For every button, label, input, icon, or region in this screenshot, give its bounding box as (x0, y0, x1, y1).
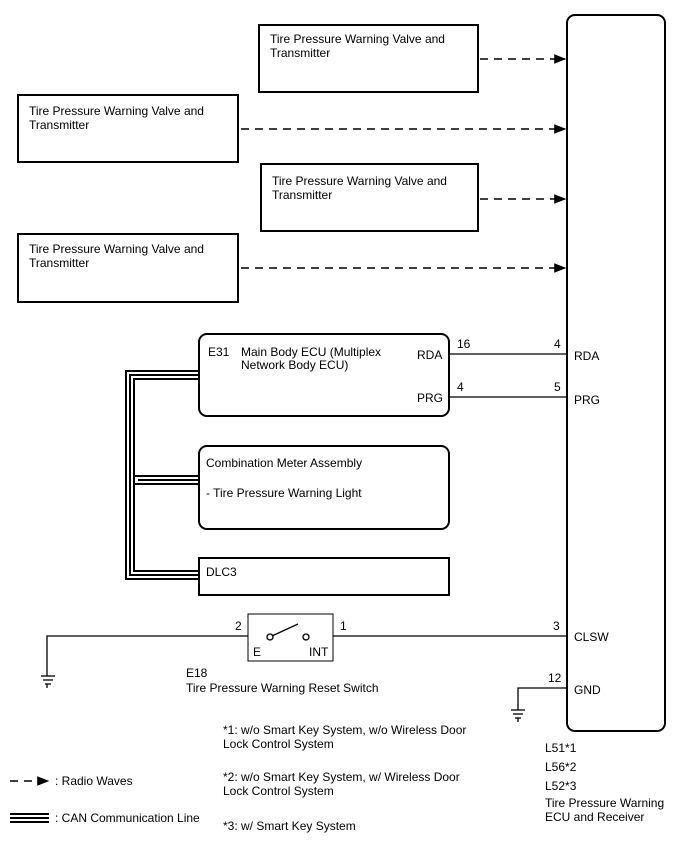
receiver-pin-rda: RDA (574, 349, 599, 363)
note-2-line2: Lock Control System (223, 784, 334, 798)
transmitter-2: Tire Pressure Warning Valve and Transmit… (17, 94, 239, 163)
dlc3: DLC3 (198, 557, 450, 596)
reset-switch-label-e: E (253, 645, 261, 659)
legend: : Radio Waves : CAN Communication Line (10, 774, 200, 825)
receiver-pin-prg: PRG (574, 393, 600, 407)
prg-pin-number-right: 5 (554, 380, 561, 394)
transmitter-2-label-line2: Transmitter (29, 118, 89, 132)
main-body-ecu: E31 Main Body ECU (Multiplex Network Bod… (198, 333, 450, 417)
receiver-code-1: L51*1 (545, 741, 577, 755)
legend-radio-waves: : Radio Waves (55, 774, 133, 788)
combination-meter-name: Combination Meter Assembly (206, 456, 362, 470)
rda-pin-number-right: 4 (554, 337, 561, 351)
transmitter-1-label-line1: Tire Pressure Warning Valve and (270, 32, 445, 46)
transmitter-1-label-line2: Transmitter (270, 46, 330, 60)
legend-can-line: : CAN Communication Line (55, 811, 200, 825)
receiver-name-line1: Tire Pressure Warning (545, 796, 664, 810)
clsw-pin-number: 3 (553, 619, 560, 633)
combination-meter-sub: - Tire Pressure Warning Light (206, 486, 362, 500)
transmitter-1: Tire Pressure Warning Valve and Transmit… (258, 24, 479, 93)
receiver-name-line2: ECU and Receiver (545, 810, 644, 824)
main-body-ecu-name-line1: Main Body ECU (Multiplex (241, 345, 381, 359)
reset-switch-name: Tire Pressure Warning Reset Switch (186, 681, 379, 695)
gnd-pin-number: 12 (548, 671, 562, 685)
transmitter-2-label-line1: Tire Pressure Warning Valve and (29, 104, 204, 118)
receiver-pin-clsw: CLSW (574, 630, 609, 644)
note-1-line1: *1: w/o Smart Key System, w/o Wireless D… (223, 723, 466, 737)
receiver-pin-gnd: GND (574, 683, 601, 697)
combination-meter: Combination Meter Assembly - Tire Pressu… (198, 445, 450, 530)
can-bus (125, 370, 199, 580)
dlc3-label: DLC3 (206, 565, 237, 579)
transmitter-3: Tire Pressure Warning Valve and Transmit… (260, 163, 479, 232)
receiver-ecu-box (566, 14, 666, 732)
receiver-code-3: L52*3 (545, 779, 577, 793)
receiver-ground (511, 687, 567, 722)
transmitter-4-label-line2: Transmitter (29, 256, 89, 270)
legend-can-line-icon (10, 813, 49, 823)
transmitter-4-label-line1: Tire Pressure Warning Valve and (29, 242, 204, 256)
reset-switch-pin-right: 1 (340, 619, 347, 633)
main-body-ecu-pin-prg: PRG (417, 391, 443, 405)
receiver-code-2: L56*2 (545, 760, 577, 774)
rda-pin-number-left: 16 (457, 337, 471, 351)
transmitter-3-label-line1: Tire Pressure Warning Valve and (272, 174, 447, 188)
note-2-line1: *2: w/o Smart Key System, w/ Wireless Do… (223, 770, 460, 784)
main-body-ecu-name-line2: Network Body ECU) (241, 358, 348, 372)
reset-switch-code: E18 (186, 666, 208, 680)
reset-switch-circuit: 2 1 E INT E18 Tire Pressure Warning Rese… (41, 613, 567, 695)
transmitter-4: Tire Pressure Warning Valve and Transmit… (17, 233, 239, 303)
note-1-line2: Lock Control System (223, 737, 334, 751)
transmitter-3-label-line2: Transmitter (272, 188, 332, 202)
main-body-ecu-code: E31 (208, 345, 230, 359)
reset-switch-label-int: INT (309, 645, 329, 659)
reset-switch-pin-left: 2 (235, 619, 242, 633)
main-body-ecu-pin-rda: RDA (417, 348, 442, 362)
prg-pin-number-left: 4 (457, 380, 464, 394)
note-3-line1: *3: w/ Smart Key System (223, 819, 356, 833)
